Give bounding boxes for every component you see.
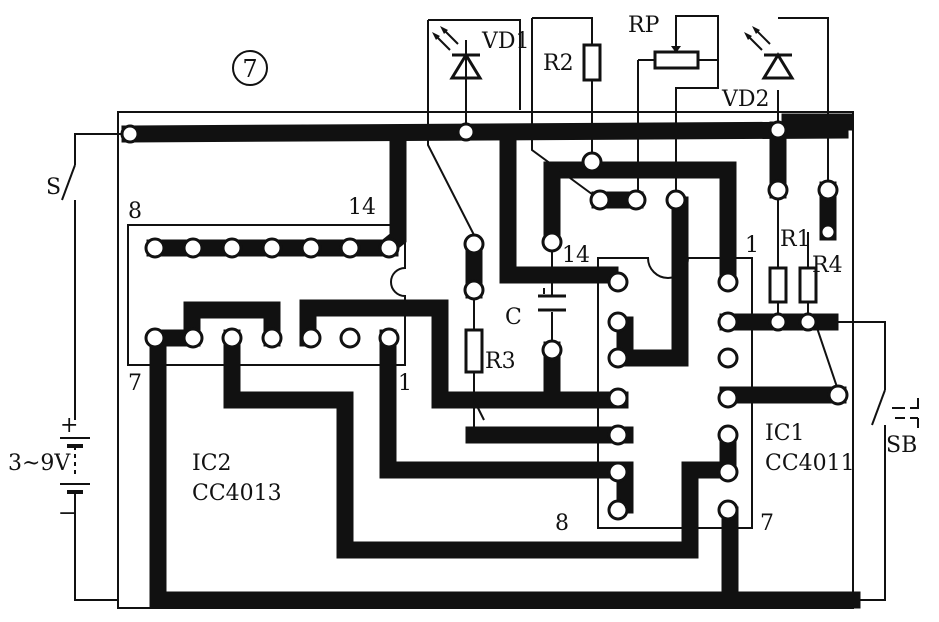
capacitor-c [538, 288, 566, 312]
label-r3: R3 [485, 349, 516, 374]
figure-number-circle [232, 50, 268, 86]
ic1-pin-1: 1 [745, 233, 759, 258]
label-vd2: VD2 [721, 87, 770, 112]
ic2-pin-1: 1 [398, 371, 412, 396]
ic1-part: CC4011 [765, 451, 855, 476]
label-battery-plus: + [60, 413, 78, 438]
label-r2: R2 [543, 51, 574, 76]
switch-s [61, 164, 76, 205]
label-sb: SB [886, 433, 917, 458]
ic2-outline [127, 224, 406, 366]
ic1-name: IC1 [765, 421, 805, 446]
label-s: S [46, 175, 61, 200]
label-battery-minus: − [58, 501, 76, 526]
r1-body [768, 266, 788, 304]
label-rp: RP [628, 13, 660, 38]
label-r4: R4 [812, 253, 843, 278]
ic2-part: CC4013 [192, 481, 282, 506]
rp-body [653, 45, 700, 70]
ic1-pin-14: 14 [562, 243, 590, 268]
r3-body [464, 328, 484, 374]
ic2-pin-14: 14 [348, 195, 376, 220]
vd2-symbol [744, 26, 795, 80]
r2-body [582, 43, 602, 82]
ic2-name: IC2 [192, 451, 232, 476]
thin-wires [74, 15, 886, 601]
battery [60, 437, 90, 510]
figure-number: 7 [242, 55, 257, 83]
ic1-pin-8: 8 [555, 511, 569, 536]
ic1-pin-7: 7 [760, 511, 774, 536]
vd1-symbol [432, 26, 483, 80]
label-vd1: VD1 [481, 29, 530, 54]
r4-body [798, 266, 818, 304]
ic2-pin-8: 8 [128, 199, 142, 224]
label-battery-voltage: 3~9V [8, 451, 71, 476]
ic2-pin-7: 7 [128, 371, 142, 396]
solder-pads [120, 120, 849, 521]
label-r1: R1 [780, 227, 811, 252]
switch-sb [871, 389, 919, 428]
label-c: C [505, 305, 522, 330]
